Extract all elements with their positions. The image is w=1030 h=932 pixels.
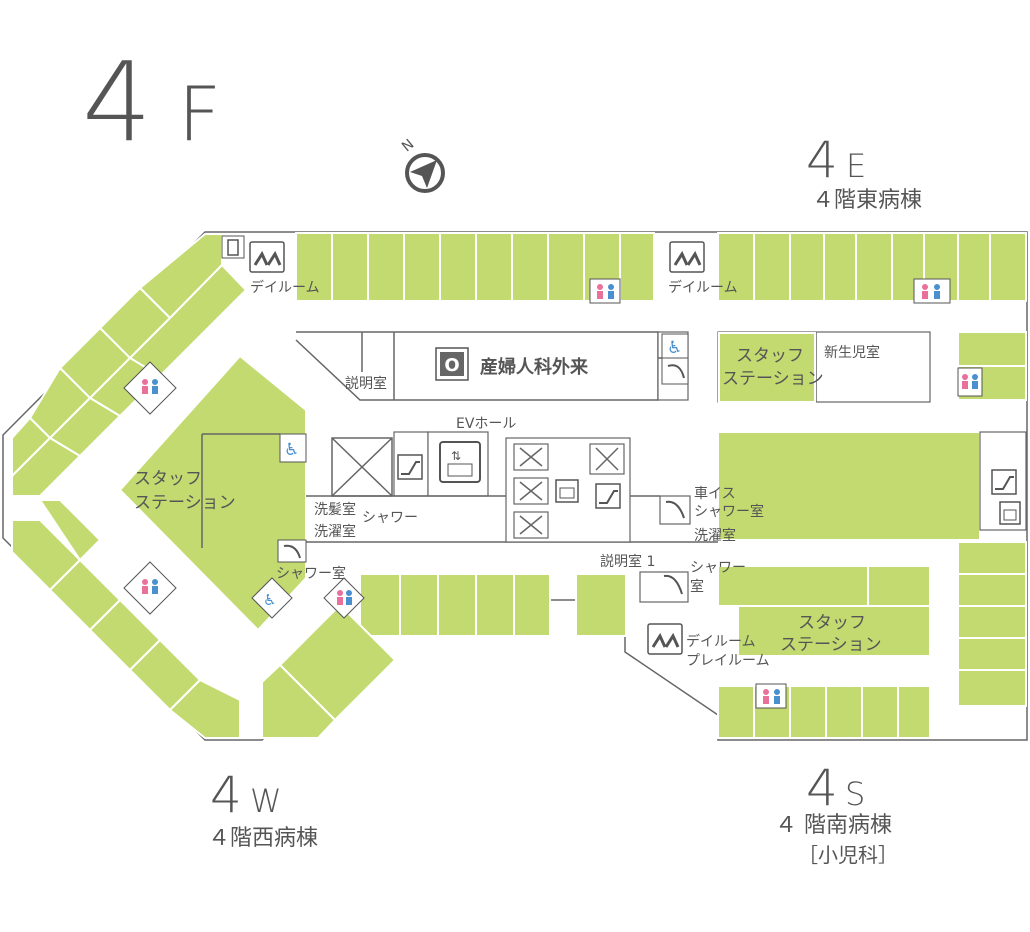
dayroom-nw-label: デイルーム [250, 279, 320, 296]
dayroom-icon [669, 241, 705, 273]
svg-text:⇅: ⇅ [451, 449, 461, 463]
escalator-icon [397, 454, 423, 480]
staff-station-south-label-2: ステーション [780, 635, 882, 655]
clinic-name-label: 産婦人科外来 [480, 356, 589, 378]
shower-icon [277, 539, 307, 563]
svg-text:♿: ♿ [284, 440, 299, 460]
west-south-rooms [261, 573, 551, 739]
clinic-code-badge: O [435, 347, 469, 381]
ev-hall-label: EVホール [456, 416, 516, 432]
staff-station-west-label-1: スタッフ [134, 469, 202, 489]
svg-text:♿: ♿ [667, 338, 682, 358]
elevator-icon [999, 501, 1021, 525]
ward-west-letter: W [250, 782, 282, 820]
floor-number: 4 [82, 38, 152, 166]
phone-icon [221, 235, 245, 259]
newborn-room-label: 新生児室 [824, 344, 880, 361]
shower-icon [665, 500, 685, 519]
ward-east-number: 4 [806, 131, 838, 189]
ward-south-sub: ［小児科］ [798, 843, 898, 867]
shower-west-label: シャワー [362, 510, 418, 526]
accessible-icon: ♿ [279, 433, 307, 463]
west-station-walls [201, 433, 280, 548]
restroom-icon [123, 561, 177, 615]
shower-south-label-1: シャワー [690, 560, 746, 576]
restroom-icon [589, 278, 621, 304]
ward-south-name: ４ 階南病棟 [775, 813, 892, 838]
ward-east-letter: E [846, 147, 866, 185]
ward-west-name: ４階西病棟 [208, 826, 318, 851]
ward-west-number: 4 [210, 766, 242, 824]
staff-station-east-label-2: ステーション [722, 369, 824, 389]
playroom-label: プレイルーム [686, 653, 770, 669]
accessible-icon: ♿ [661, 333, 689, 359]
elevator-icon [555, 479, 579, 503]
compass-north-label: N [399, 136, 417, 155]
staff-station-south-label-1: スタッフ [798, 613, 866, 633]
shower-south-label-2: 室 [690, 578, 704, 595]
restroom-icon [323, 577, 365, 619]
floor-letter: F [178, 70, 221, 158]
dayroom-icon [249, 241, 285, 273]
restroom-icon [123, 361, 177, 415]
ward-east-name: ４階東病棟 [812, 188, 922, 213]
escalator-icon [991, 469, 1017, 495]
escalator-icon [595, 483, 621, 509]
elevator-icon: ⇅ [439, 441, 481, 483]
dayroom-n-label: デイルーム [668, 279, 738, 296]
wheelchair-shower-label-2: シャワー室 [694, 503, 764, 520]
hair-wash-room-label: 洗髪室 [314, 501, 356, 518]
restroom-icon [957, 367, 983, 397]
svg-text:O: O [444, 355, 459, 376]
shower-room-west-label: シャワー室 [276, 565, 346, 582]
ward-south-letter: S [845, 775, 865, 813]
explain-room-label: 説明室 [345, 375, 387, 392]
compass-icon: N [399, 136, 445, 193]
ward-south-number: 4 [806, 759, 838, 817]
wheelchair-shower-label-1: 車イス [694, 485, 736, 502]
shower-icon [661, 357, 689, 385]
laundry-west-label: 洗濯室 [314, 523, 356, 540]
west-north-rooms [11, 233, 248, 497]
east-rooms [957, 331, 1027, 707]
staff-station-west-label-2: ステーション [134, 493, 236, 513]
dayroom-icon [647, 623, 683, 655]
svg-text:♿: ♿ [263, 591, 276, 609]
west-southwest-rooms [11, 499, 241, 739]
accessible-icon: ♿ [251, 577, 293, 619]
staff-station-east-label-1: スタッフ [736, 346, 804, 366]
shower-icon [663, 574, 683, 595]
explain-room-1-label: 説明室 1 [600, 553, 655, 570]
dayroom-s-label: デイルーム [686, 633, 756, 650]
east-central-block [717, 431, 981, 541]
restroom-icon [755, 683, 787, 709]
restroom-icon [913, 278, 951, 304]
laundry-central-label: 洗濯室 [694, 527, 736, 544]
